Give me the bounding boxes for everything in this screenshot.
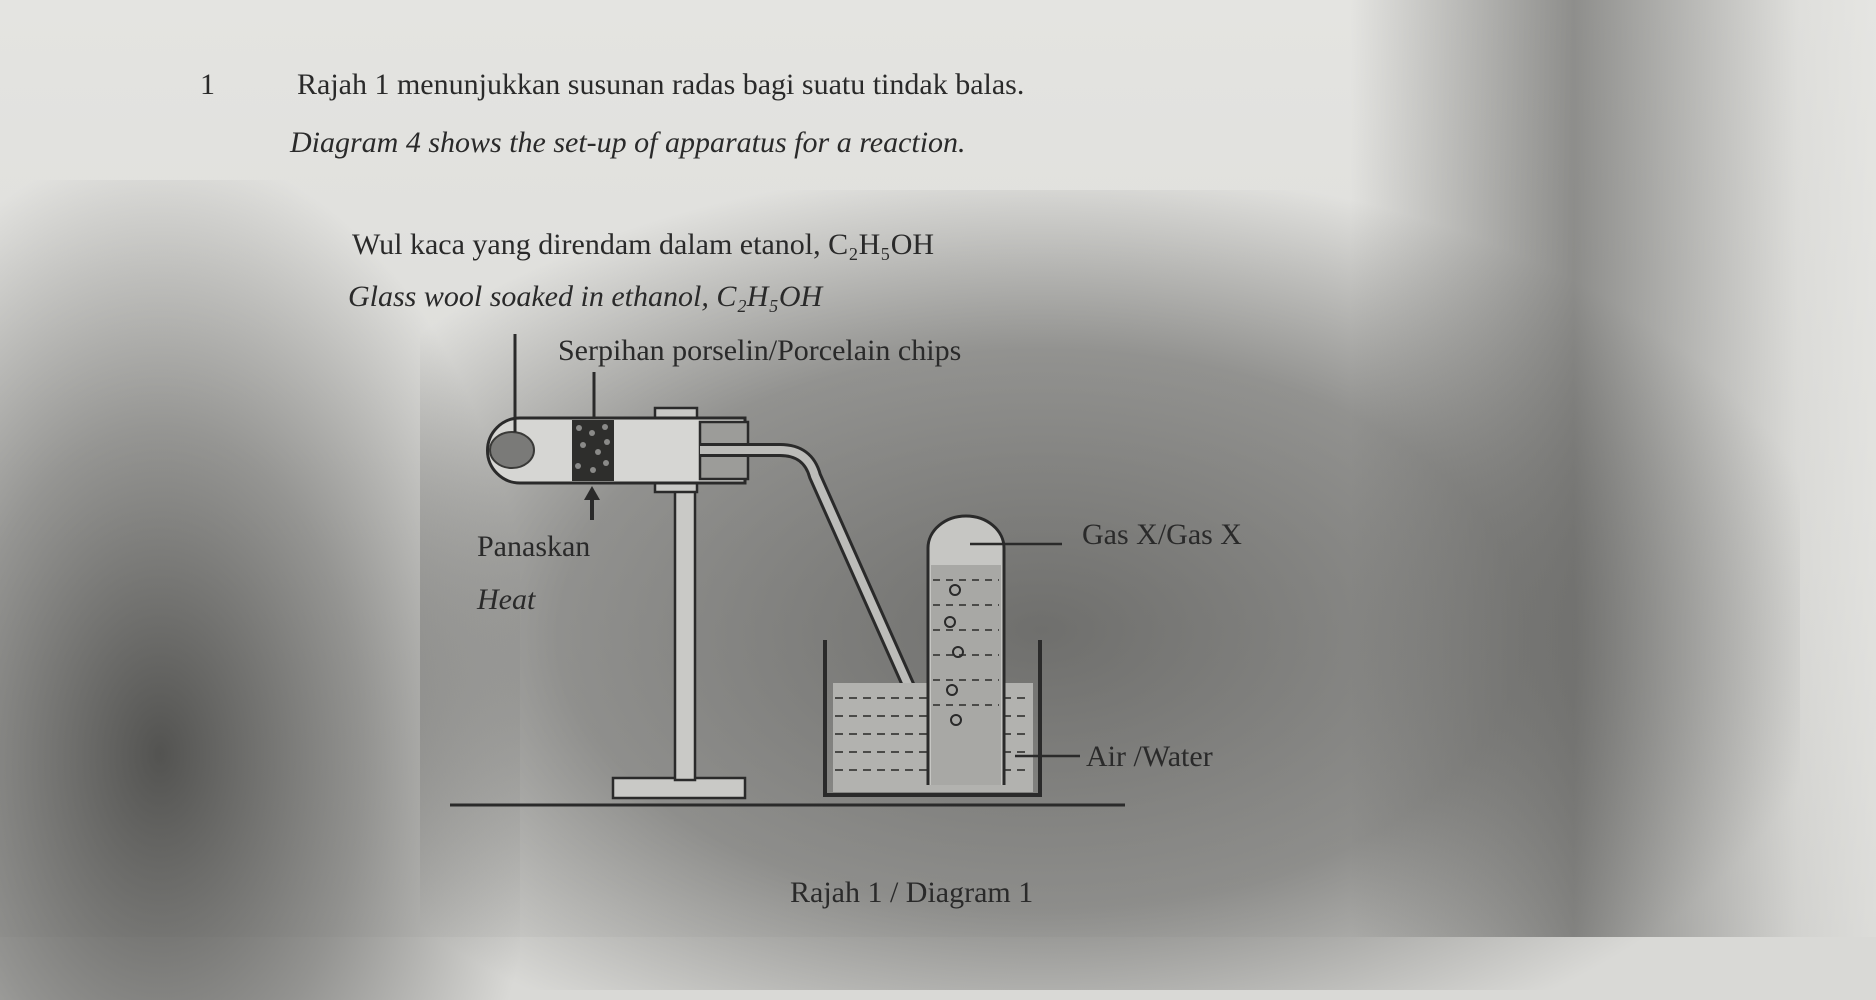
glass-wool bbox=[489, 431, 535, 469]
label-heat-english: Heat bbox=[477, 583, 536, 616]
label-glass-wool-malay: Wul kaca yang direndam dalam etanol, C₂H… bbox=[352, 228, 935, 261]
hand-shadow-right bbox=[1350, 0, 1876, 937]
porcelain-chip-dots bbox=[575, 424, 610, 473]
question-text-malay: Rajah 1 menunjukkan susunan radas bagi s… bbox=[297, 68, 1025, 101]
trough bbox=[823, 640, 1042, 797]
question-number: 1 bbox=[200, 68, 215, 101]
tube-water bbox=[931, 565, 1001, 785]
label-gas-x: Gas X/Gas X bbox=[1082, 518, 1242, 551]
label-heat-malay: Panaskan bbox=[477, 530, 591, 563]
heat-arrow-icon bbox=[584, 486, 600, 520]
label-water: Air /Water bbox=[1086, 740, 1213, 773]
diagram-caption: Rajah 1 / Diagram 1 bbox=[790, 876, 1034, 909]
label-glass-wool-english: Glass wool soaked in ethanol, C₂H₅OH bbox=[348, 280, 823, 313]
label-porcelain-chips: Serpihan porselin/Porcelain chips bbox=[558, 334, 962, 367]
gas-bubbles bbox=[944, 584, 964, 726]
question-text-english: Diagram 4 shows the set-up of apparatus … bbox=[290, 126, 966, 159]
boiling-tube bbox=[486, 416, 747, 485]
tube-water-dashes bbox=[933, 579, 999, 706]
apparatus-diagram bbox=[450, 334, 1125, 807]
water-dashes bbox=[835, 697, 1030, 771]
retort-stand-rod bbox=[673, 486, 697, 782]
